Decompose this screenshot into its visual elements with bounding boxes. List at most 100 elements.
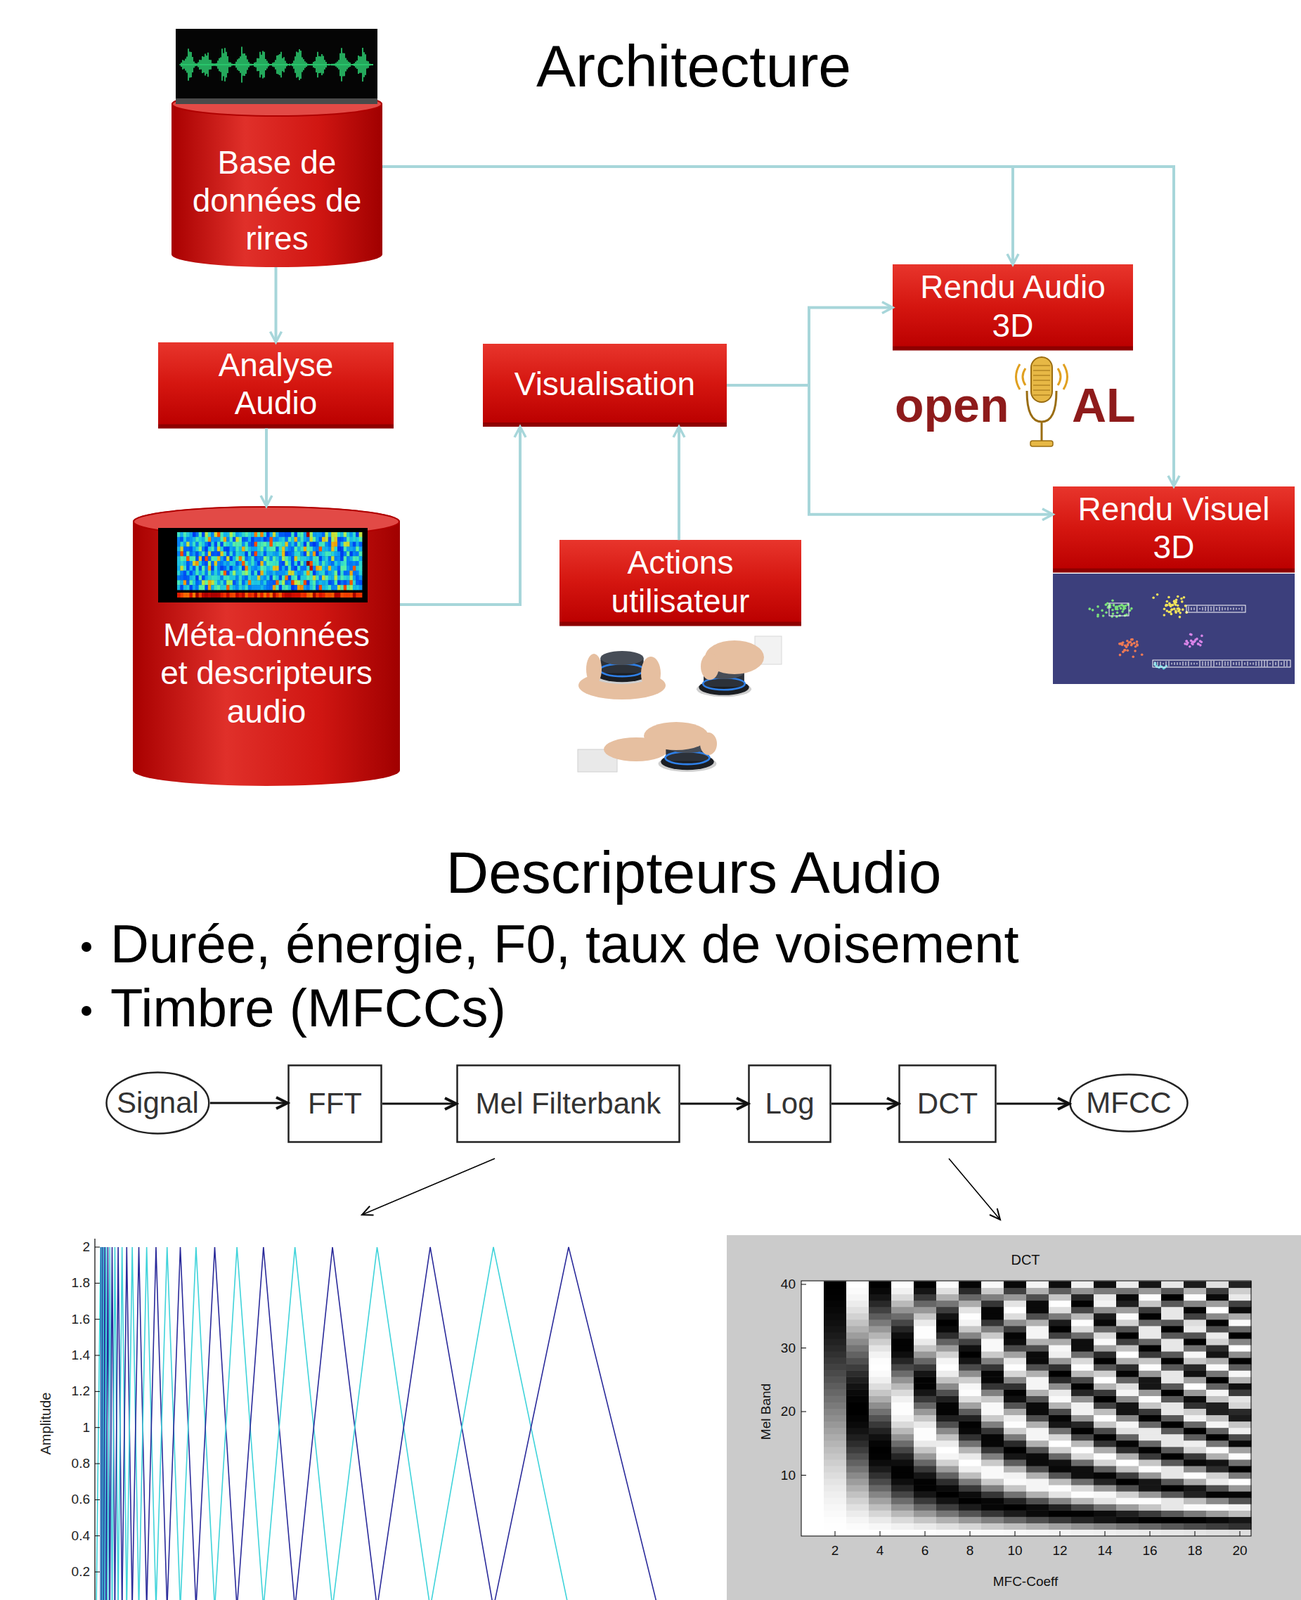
dct-cell [1161, 1325, 1185, 1333]
chroma-strip [238, 592, 243, 598]
chroma-cell [260, 546, 264, 552]
chroma-cell [275, 541, 280, 547]
chroma-cell [352, 575, 357, 581]
dct-cell [1161, 1287, 1185, 1295]
dct-cell [823, 1522, 847, 1530]
chroma-cell [195, 532, 199, 537]
dct-cell [913, 1357, 937, 1365]
chroma-cell [343, 565, 348, 571]
chroma-cell [177, 532, 181, 537]
dct-cell [1048, 1357, 1072, 1365]
chroma-cell [297, 546, 301, 552]
dct-cell [1003, 1465, 1027, 1473]
chroma-cell [275, 575, 280, 581]
chroma-cell [238, 579, 243, 585]
dct-cell [823, 1350, 847, 1358]
dct-cell [891, 1401, 915, 1409]
dct-cell [1161, 1350, 1185, 1358]
chroma-cell [195, 579, 199, 585]
dct-cell [1003, 1446, 1027, 1454]
chroma-strip [340, 592, 344, 598]
chroma-strip [343, 592, 348, 598]
chroma-cell [328, 560, 332, 566]
dct-cell [1093, 1407, 1117, 1415]
chroma-cell [201, 555, 206, 561]
dct-cell [1071, 1421, 1095, 1429]
chroma-cell [250, 570, 255, 576]
dct-cell [1048, 1490, 1072, 1498]
dct-cell [1161, 1357, 1185, 1365]
chroma-cell [232, 536, 237, 542]
chroma-cell [238, 575, 243, 581]
dct-cell [936, 1427, 960, 1435]
dct-cell [1071, 1382, 1095, 1390]
render-dot [1196, 642, 1200, 646]
dct-cell [1183, 1459, 1207, 1467]
dct-cell [913, 1478, 937, 1486]
dct-cell [1116, 1325, 1140, 1333]
chroma-cell [315, 584, 320, 590]
dct-cell [1003, 1522, 1027, 1530]
dct-cell [1071, 1287, 1095, 1295]
chroma-cell [238, 555, 243, 561]
dct-cell [913, 1446, 937, 1454]
dct-cell [1206, 1446, 1230, 1454]
dct-cell [1116, 1357, 1140, 1365]
chroma-cell [186, 570, 190, 576]
chroma-cell [217, 555, 221, 561]
chroma-cell [279, 551, 283, 556]
dct-cell [868, 1471, 892, 1479]
render-tick [1202, 607, 1204, 611]
chroma-cell [198, 541, 203, 547]
dct-cell [981, 1490, 1005, 1498]
dct-cell [1026, 1465, 1050, 1473]
dct-cell [981, 1344, 1005, 1352]
dct-cell [1003, 1319, 1027, 1327]
dct-cell [891, 1497, 915, 1505]
chroma-cell [217, 551, 221, 556]
chroma-cell [266, 584, 270, 590]
dct-cell [846, 1414, 870, 1422]
dct-cell [1116, 1452, 1140, 1460]
chroma-cell [297, 541, 301, 547]
render-dot [1130, 643, 1134, 647]
chroma-cell [210, 532, 215, 537]
render-tick [1166, 661, 1167, 667]
render-tick [1205, 661, 1207, 667]
chroma-cell [192, 584, 197, 590]
dct-cell [1116, 1407, 1140, 1415]
dct-cell [801, 1319, 825, 1327]
render-tick [1208, 605, 1209, 611]
chroma-strip [229, 592, 234, 598]
dct-cell [1183, 1338, 1207, 1346]
chroma-cell [288, 536, 292, 542]
chroma-cell [297, 575, 301, 581]
chroma-cell [284, 584, 289, 590]
dct-cell [936, 1395, 960, 1403]
axis-tick [94, 1318, 100, 1320]
chroma-strip [279, 592, 283, 598]
render-tick [1236, 607, 1238, 611]
chroma-cell [223, 575, 228, 581]
dct-cell [1071, 1401, 1095, 1409]
chroma-cell [269, 536, 274, 542]
chroma-strip [319, 592, 323, 598]
dct-cell [891, 1516, 915, 1524]
chroma-cell [254, 551, 258, 556]
dct-cell [1003, 1516, 1027, 1524]
chroma-cell [272, 575, 277, 581]
dct-cell [891, 1376, 915, 1384]
dct-cell [913, 1503, 937, 1511]
dct-cell [1161, 1376, 1185, 1384]
dct-cell [891, 1350, 915, 1358]
dct-cell [868, 1446, 892, 1454]
chroma-cell [306, 579, 310, 585]
chroma-cell [275, 579, 280, 585]
chroma-cell [300, 555, 304, 561]
chroma-cell [214, 560, 218, 566]
chroma-cell [359, 560, 363, 566]
chroma-cell [281, 551, 286, 556]
chroma-cell [238, 536, 243, 542]
dct-cell [958, 1446, 982, 1454]
chroma-cell [229, 570, 234, 576]
